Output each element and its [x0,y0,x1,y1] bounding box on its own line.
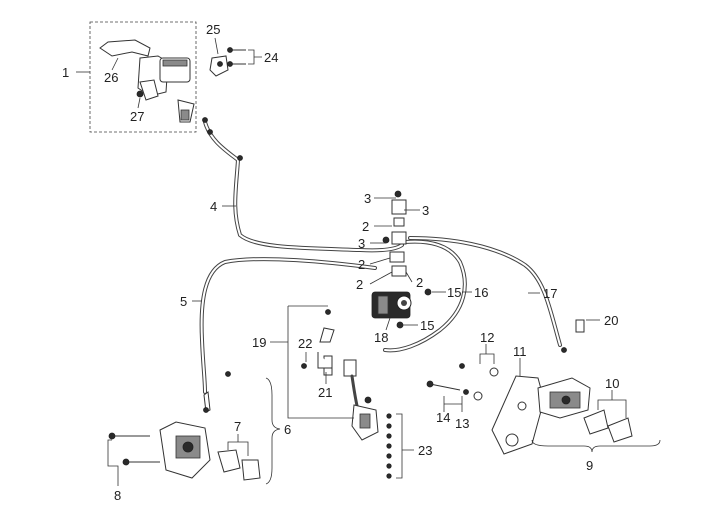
callout-5: 5 [180,294,187,309]
callout-2c: 2 [356,277,363,292]
callout-9: 9 [586,458,593,473]
callout-3c: 3 [358,236,365,251]
brake-pad-10a [583,409,609,435]
callout-13: 13 [455,416,469,431]
callout-3b: 3 [422,203,429,218]
brake-hoses [199,120,562,394]
callout-17: 17 [543,286,557,301]
callout-4: 4 [210,199,217,214]
brake-pad-7a [217,449,241,473]
callout-2b: 2 [358,257,365,272]
callout-2d: 2 [416,275,423,290]
callout-3a: 3 [364,191,371,206]
callout-15a: 15 [447,285,461,300]
front-master-cylinder [99,39,246,123]
junction-block [382,190,407,277]
callout-8: 8 [114,488,121,503]
callout-12: 12 [480,330,494,345]
rear-caliper-9 [426,319,633,455]
callout-14: 14 [436,410,450,425]
callout-18: 18 [374,330,388,345]
bolt-15a [424,288,432,296]
callout-6: 6 [284,422,291,437]
callout-15b: 15 [420,318,434,333]
abs-modulator-18 [371,288,432,329]
washers-23 [386,413,392,479]
bolt-14 [429,383,461,391]
sensor-20 [575,319,585,333]
front-caliper-6 [108,371,261,481]
callout-labels: 1 2 2 2 2 3 3 3 4 5 6 7 8 9 10 11 12 13 … [62,22,619,503]
leader-lines [76,37,661,486]
callout-1: 1 [62,65,69,80]
callout-22: 22 [298,336,312,351]
callout-19: 19 [252,335,266,350]
callout-23: 23 [418,443,432,458]
brake-lever-26 [99,39,151,57]
callout-24: 24 [264,50,278,65]
washer-13 [473,391,483,401]
callout-20: 20 [604,313,618,328]
callout-10: 10 [605,376,619,391]
callout-25: 25 [206,22,220,37]
callout-2a: 2 [362,219,369,234]
callout-11: 11 [513,344,527,359]
callout-7: 7 [234,419,241,434]
washer-12 [489,367,499,377]
master-cylinder-group-box [89,21,197,133]
brake-pad-10b [607,417,633,443]
callout-16: 16 [474,285,488,300]
callout-26: 26 [104,70,118,85]
hose-4 [203,120,404,253]
callout-27: 27 [130,109,144,124]
callout-21: 21 [318,385,332,400]
hose-fittings [202,117,243,161]
brake-pad-7b [241,459,261,481]
rear-master-cylinder [301,309,379,441]
